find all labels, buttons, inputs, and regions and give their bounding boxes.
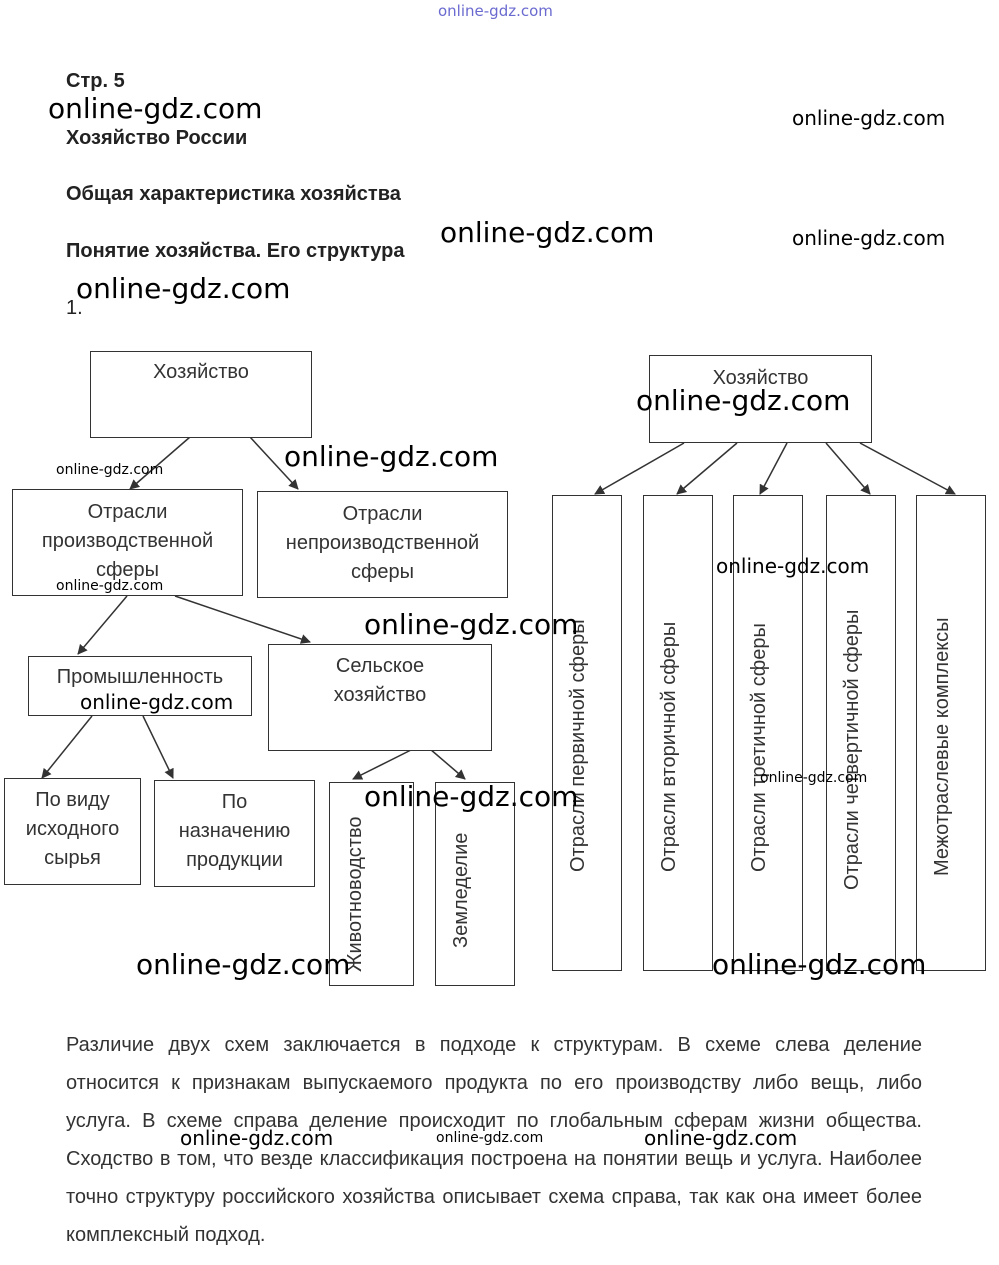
primary-sphere-box xyxy=(552,495,622,971)
production-sphere-line2: производственной xyxy=(41,530,214,552)
quaternary-sphere-label: Отрасли четвертичной сферы xyxy=(841,609,863,890)
by-purpose-line1: По xyxy=(221,791,248,813)
livestock-box xyxy=(329,782,414,986)
watermark-text: online-gdz.com xyxy=(284,440,499,473)
by-raw-material-line3: сырья xyxy=(44,847,101,869)
by-raw-material-line2: исходного xyxy=(25,818,120,840)
agriculture-box: Сельское хозяйство xyxy=(268,644,492,751)
subsection-title: Понятие хозяйства. Его структура xyxy=(66,240,405,262)
left-root-label: Хозяйство xyxy=(153,361,249,383)
watermark-text: online-gdz.com xyxy=(438,2,553,20)
comparison-paragraph: Различие двух схем заключается в подходе… xyxy=(66,1034,922,1246)
industry-label: Промышленность xyxy=(56,666,224,688)
section-title: Общая характеристика хозяйства xyxy=(66,183,401,205)
watermark-text: online-gdz.com xyxy=(364,608,579,641)
watermark-text: online-gdz.com xyxy=(712,948,927,981)
quaternary-sphere-box xyxy=(826,495,896,971)
agriculture-line2: хозяйство xyxy=(333,684,427,706)
watermark-text: online-gdz.com xyxy=(760,770,868,786)
intersectoral-label: Межотраслевые комплексы xyxy=(931,617,953,876)
secondary-sphere-box xyxy=(643,495,713,971)
tertiary-sphere-label: Отрасли третичной сферы xyxy=(748,623,770,872)
right-root-label: Хозяйство xyxy=(712,367,809,389)
nonproduction-sphere-line1: Отрасли xyxy=(342,503,423,525)
right-root-box: Хозяйство xyxy=(649,355,872,443)
production-sphere-line1: Отрасли xyxy=(87,501,168,523)
watermark-text: online-gdz.com xyxy=(136,948,351,981)
watermark-text: online-gdz.com xyxy=(80,690,234,714)
nonproduction-sphere-line3: сферы xyxy=(350,561,415,583)
watermark-text: online-gdz.com xyxy=(76,272,291,305)
primary-sphere-label: Отрасли первичной сферы xyxy=(567,619,589,872)
tertiary-sphere-box xyxy=(733,495,803,971)
watermark-text: online-gdz.com xyxy=(644,1126,798,1150)
agriculture-line1: Сельское xyxy=(335,655,425,677)
industry-box: Промышленность xyxy=(28,656,252,716)
left-root-box: Хозяйство xyxy=(90,351,312,438)
by-purpose-line2: назначению xyxy=(178,820,291,842)
watermark-text: online-gdz.com xyxy=(48,92,263,125)
by-purpose-box: По назначению продукции xyxy=(154,780,315,887)
watermark-text: online-gdz.com xyxy=(792,106,946,130)
watermark-text: online-gdz.com xyxy=(636,384,851,417)
watermark-text: online-gdz.com xyxy=(56,578,164,594)
item-number: 1. xyxy=(66,297,83,319)
by-raw-material-line1: По виду xyxy=(35,789,110,811)
nonproduction-sphere-line2: непроизводственной xyxy=(285,532,480,554)
watermark-text: online-gdz.com xyxy=(436,1130,544,1146)
watermark-text: online-gdz.com xyxy=(792,226,946,250)
watermark-text: online-gdz.com xyxy=(180,1126,334,1150)
watermark-text: online-gdz.com xyxy=(56,462,164,478)
watermark-text: online-gdz.com xyxy=(716,554,870,578)
farming-box xyxy=(435,782,515,986)
farming-label: Земледелие xyxy=(450,832,472,948)
secondary-sphere-label: Отрасли вторичной сферы xyxy=(658,621,680,872)
page-number: Стр. 5 xyxy=(66,70,125,92)
watermark-text: online-gdz.com xyxy=(440,216,655,249)
watermark-text: online-gdz.com xyxy=(364,780,579,813)
production-sphere-line3: сферы xyxy=(95,559,160,581)
intersectoral-box xyxy=(916,495,986,971)
nonproduction-sphere-box: Отрасли непроизводственной сферы xyxy=(257,491,508,598)
by-purpose-line3: продукции xyxy=(186,849,283,871)
production-sphere-box: Отрасли производственной сферы xyxy=(12,489,243,596)
by-raw-material-box: По виду исходного сырья xyxy=(4,778,141,885)
page-title: Хозяйство России xyxy=(66,127,248,149)
